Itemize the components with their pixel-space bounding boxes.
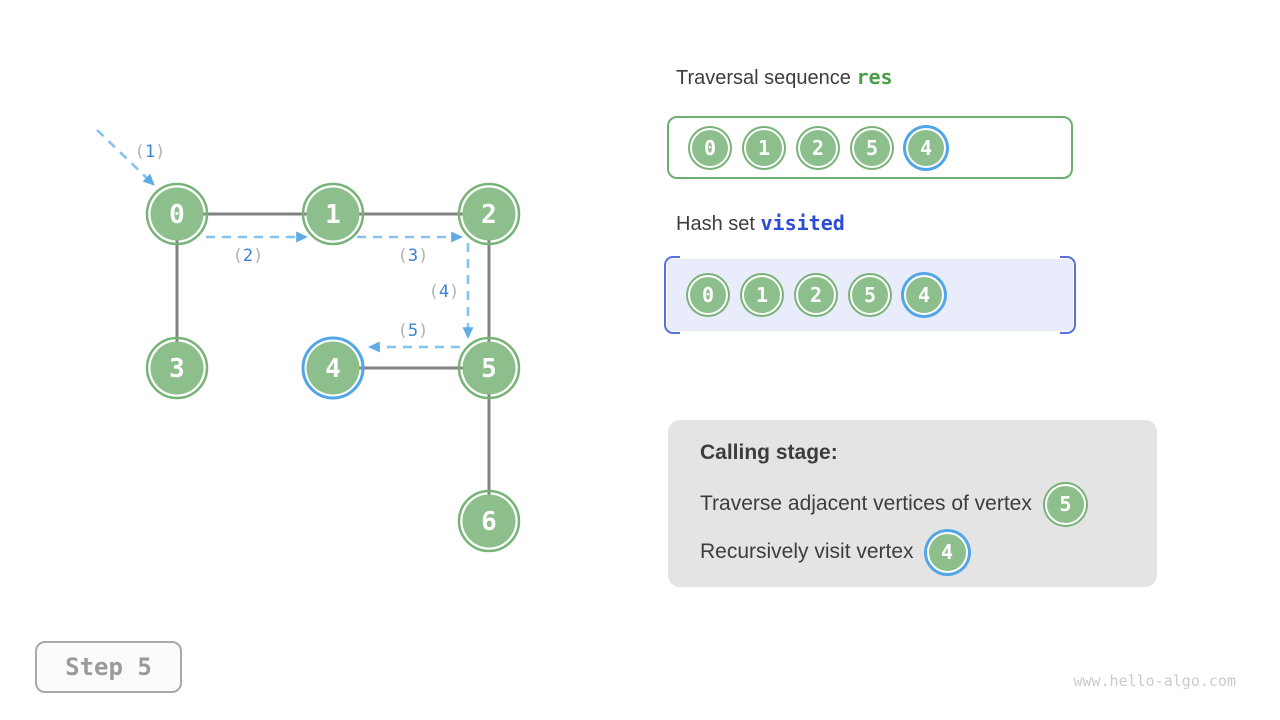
graph-node-2: 2 xyxy=(457,182,521,246)
visited-set-box: 0 1 2 5 4 xyxy=(664,256,1076,334)
graph-node-5: 5 xyxy=(457,336,521,400)
visited-node-2: 2 xyxy=(796,275,836,315)
graph-node-6: 6 xyxy=(457,489,521,553)
res-node-5: 5 xyxy=(852,127,892,168)
graph-node-3: 3 xyxy=(145,336,209,400)
graph-node-1: 1 xyxy=(301,182,365,246)
graph-node-0: 0 xyxy=(145,182,209,246)
res-node-4-highlighted: 4 xyxy=(906,127,946,168)
graph-diagram: 0 1 2 3 4 5 6 (1 xyxy=(96,129,521,553)
traversal-arrow-1 xyxy=(96,129,155,186)
graph-node-3-label: 3 xyxy=(169,354,185,384)
graph-node-2-label: 2 xyxy=(481,200,497,230)
graph-node-0-label: 0 xyxy=(169,200,185,230)
visited-node-0: 0 xyxy=(688,275,728,315)
res-node-2: 2 xyxy=(798,127,838,168)
arrow-label-5: (5) xyxy=(398,321,429,341)
hash-set-title: Hash set visited xyxy=(676,211,845,236)
step-badge: Step 5 xyxy=(35,641,182,693)
hash-set-title-text: Hash set xyxy=(676,213,755,235)
calling-stage-line-1: Traverse adjacent vertices of vertex 5 xyxy=(700,480,1129,528)
calling-line-2-text: Recursively visit vertex xyxy=(700,540,914,563)
arrow-label-2: (2) xyxy=(233,246,264,266)
graph-node-4-highlighted: 4 xyxy=(301,336,365,400)
graph-node-5-label: 5 xyxy=(481,354,497,384)
res-code-text: res xyxy=(856,65,893,89)
arrow-label-3: (3) xyxy=(398,246,429,266)
res-node-0: 0 xyxy=(690,127,730,168)
visited-node-1: 1 xyxy=(742,275,782,315)
graph-node-4-label: 4 xyxy=(325,354,341,384)
traversal-sequence-title: Traversal sequence res xyxy=(676,65,893,90)
graph-node-6-label: 6 xyxy=(481,507,497,537)
calling-line-1-text: Traverse adjacent vertices of vertex xyxy=(700,492,1032,515)
graph-node-1-label: 1 xyxy=(325,200,341,230)
calling-line-2-node-4-highlighted: 4 xyxy=(926,531,968,573)
res-node-1: 1 xyxy=(744,127,784,168)
visited-code-text: visited xyxy=(760,211,845,235)
arrow-label-4: (4) xyxy=(429,282,460,302)
visited-node-4-highlighted: 4 xyxy=(904,275,944,315)
calling-line-1-node-5: 5 xyxy=(1044,483,1086,525)
traversal-title-text: Traversal sequence xyxy=(676,67,851,89)
calling-stage-title: Calling stage: xyxy=(700,441,838,464)
visited-node-5: 5 xyxy=(850,275,890,315)
watermark: www.hello-algo.com xyxy=(1073,672,1236,690)
traversal-sequence-box: 0 1 2 5 4 xyxy=(667,116,1073,179)
calling-stage-line-2: Recursively visit vertex 4 xyxy=(700,528,1129,576)
arrow-label-1: (1) xyxy=(135,142,166,162)
calling-stage-panel: Calling stage: Traverse adjacent vertice… xyxy=(668,420,1157,587)
